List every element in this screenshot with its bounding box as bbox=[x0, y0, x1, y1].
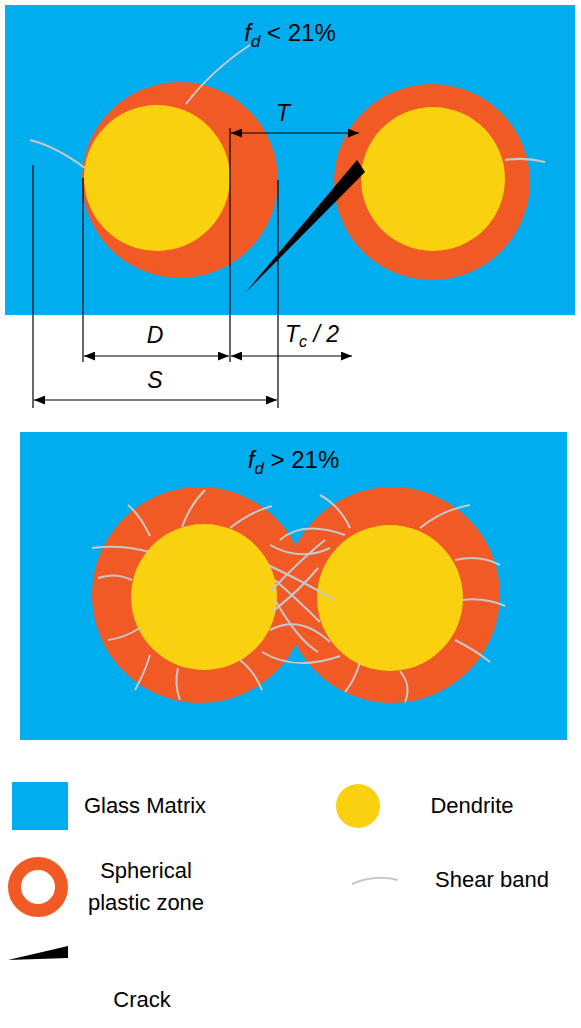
text-glyph: c bbox=[299, 332, 307, 350]
legend-crack bbox=[8, 946, 68, 960]
dendrite bbox=[84, 105, 230, 251]
dimension-label: Tc / 2 bbox=[285, 321, 339, 352]
shear-band bbox=[280, 529, 345, 540]
shear-band bbox=[455, 558, 500, 565]
legend-text: Dendrite bbox=[372, 790, 572, 822]
shear-band bbox=[135, 655, 150, 690]
dendrite bbox=[131, 524, 277, 670]
dimension-line bbox=[231, 355, 352, 356]
crack bbox=[245, 160, 365, 293]
text-glyph: 2 bbox=[288, 19, 301, 46]
shear-band bbox=[275, 600, 318, 652]
extension-line bbox=[82, 178, 83, 362]
plastic-zone bbox=[82, 82, 278, 278]
shear-band bbox=[262, 652, 340, 663]
text-glyph bbox=[281, 19, 288, 46]
dimension-line bbox=[84, 355, 229, 356]
dendrite bbox=[317, 525, 463, 671]
text-glyph: f bbox=[248, 446, 255, 473]
dendrite bbox=[361, 107, 505, 251]
shear-band bbox=[182, 490, 205, 527]
legend-text: Crack bbox=[42, 984, 242, 1016]
text-glyph: % bbox=[314, 19, 335, 46]
legend-text: Spherical plastic zone bbox=[76, 855, 216, 919]
shear-band bbox=[455, 640, 490, 662]
shear-band bbox=[420, 505, 470, 528]
text-glyph: 1 bbox=[305, 446, 318, 473]
shear-band bbox=[320, 495, 350, 528]
text-glyph bbox=[264, 446, 271, 473]
dimension-label: D bbox=[147, 322, 164, 350]
shear-band bbox=[176, 668, 180, 700]
text-glyph: 2 bbox=[291, 446, 304, 473]
text-glyph: % bbox=[318, 446, 339, 473]
legend-text: Glass Matrix bbox=[45, 790, 245, 822]
text-glyph: < bbox=[267, 19, 281, 46]
shear-band bbox=[230, 506, 272, 528]
text-glyph bbox=[260, 19, 267, 46]
shear-band bbox=[345, 662, 360, 692]
shear-band bbox=[92, 547, 150, 552]
shear-band bbox=[240, 660, 262, 690]
legend-swatch bbox=[12, 782, 68, 830]
plastic-zone bbox=[334, 84, 530, 280]
text-glyph: 2 bbox=[326, 321, 339, 347]
shear-band bbox=[186, 45, 250, 104]
shear-band bbox=[275, 580, 320, 622]
shear-band bbox=[108, 628, 140, 640]
shear-band bbox=[270, 624, 330, 642]
dimension-line bbox=[34, 399, 277, 400]
extension-line bbox=[32, 165, 33, 408]
shear-band bbox=[505, 159, 545, 162]
text-glyph: d bbox=[251, 32, 260, 51]
text-glyph: d bbox=[254, 459, 263, 478]
text-glyph: / bbox=[313, 321, 319, 347]
dimension-line bbox=[231, 132, 359, 133]
legend-swatch bbox=[336, 784, 380, 828]
glass-matrix bbox=[20, 432, 567, 740]
extension-line bbox=[277, 180, 278, 408]
text-glyph: T bbox=[285, 321, 299, 347]
shear-band bbox=[128, 505, 150, 536]
text-glyph: 1 bbox=[301, 19, 314, 46]
plastic-zone bbox=[92, 487, 308, 703]
panel: fd < 21% bbox=[5, 5, 575, 315]
shear-band bbox=[98, 575, 132, 580]
text-glyph bbox=[320, 321, 326, 347]
shear-band bbox=[270, 545, 330, 554]
panel-heading: fd > 21% bbox=[20, 446, 567, 479]
plastic-zone bbox=[284, 487, 500, 703]
extension-line bbox=[229, 128, 230, 362]
text-glyph: > bbox=[270, 446, 284, 473]
dimension-label: S bbox=[147, 367, 162, 395]
legend-shear-band bbox=[352, 878, 398, 884]
legend-text: Shear band bbox=[392, 864, 581, 896]
text-glyph: f bbox=[244, 19, 251, 46]
dimension-label: T bbox=[276, 100, 290, 128]
shear-band bbox=[30, 140, 85, 168]
glass-matrix bbox=[5, 5, 575, 315]
shear-band bbox=[462, 599, 505, 606]
text-glyph bbox=[307, 321, 313, 347]
legend-ring bbox=[15, 864, 62, 911]
panel-heading: fd < 21% bbox=[5, 19, 575, 52]
panel: fd > 21% bbox=[20, 432, 567, 740]
shear-band bbox=[400, 671, 408, 702]
text-glyph bbox=[284, 446, 291, 473]
shear-band bbox=[270, 540, 325, 592]
